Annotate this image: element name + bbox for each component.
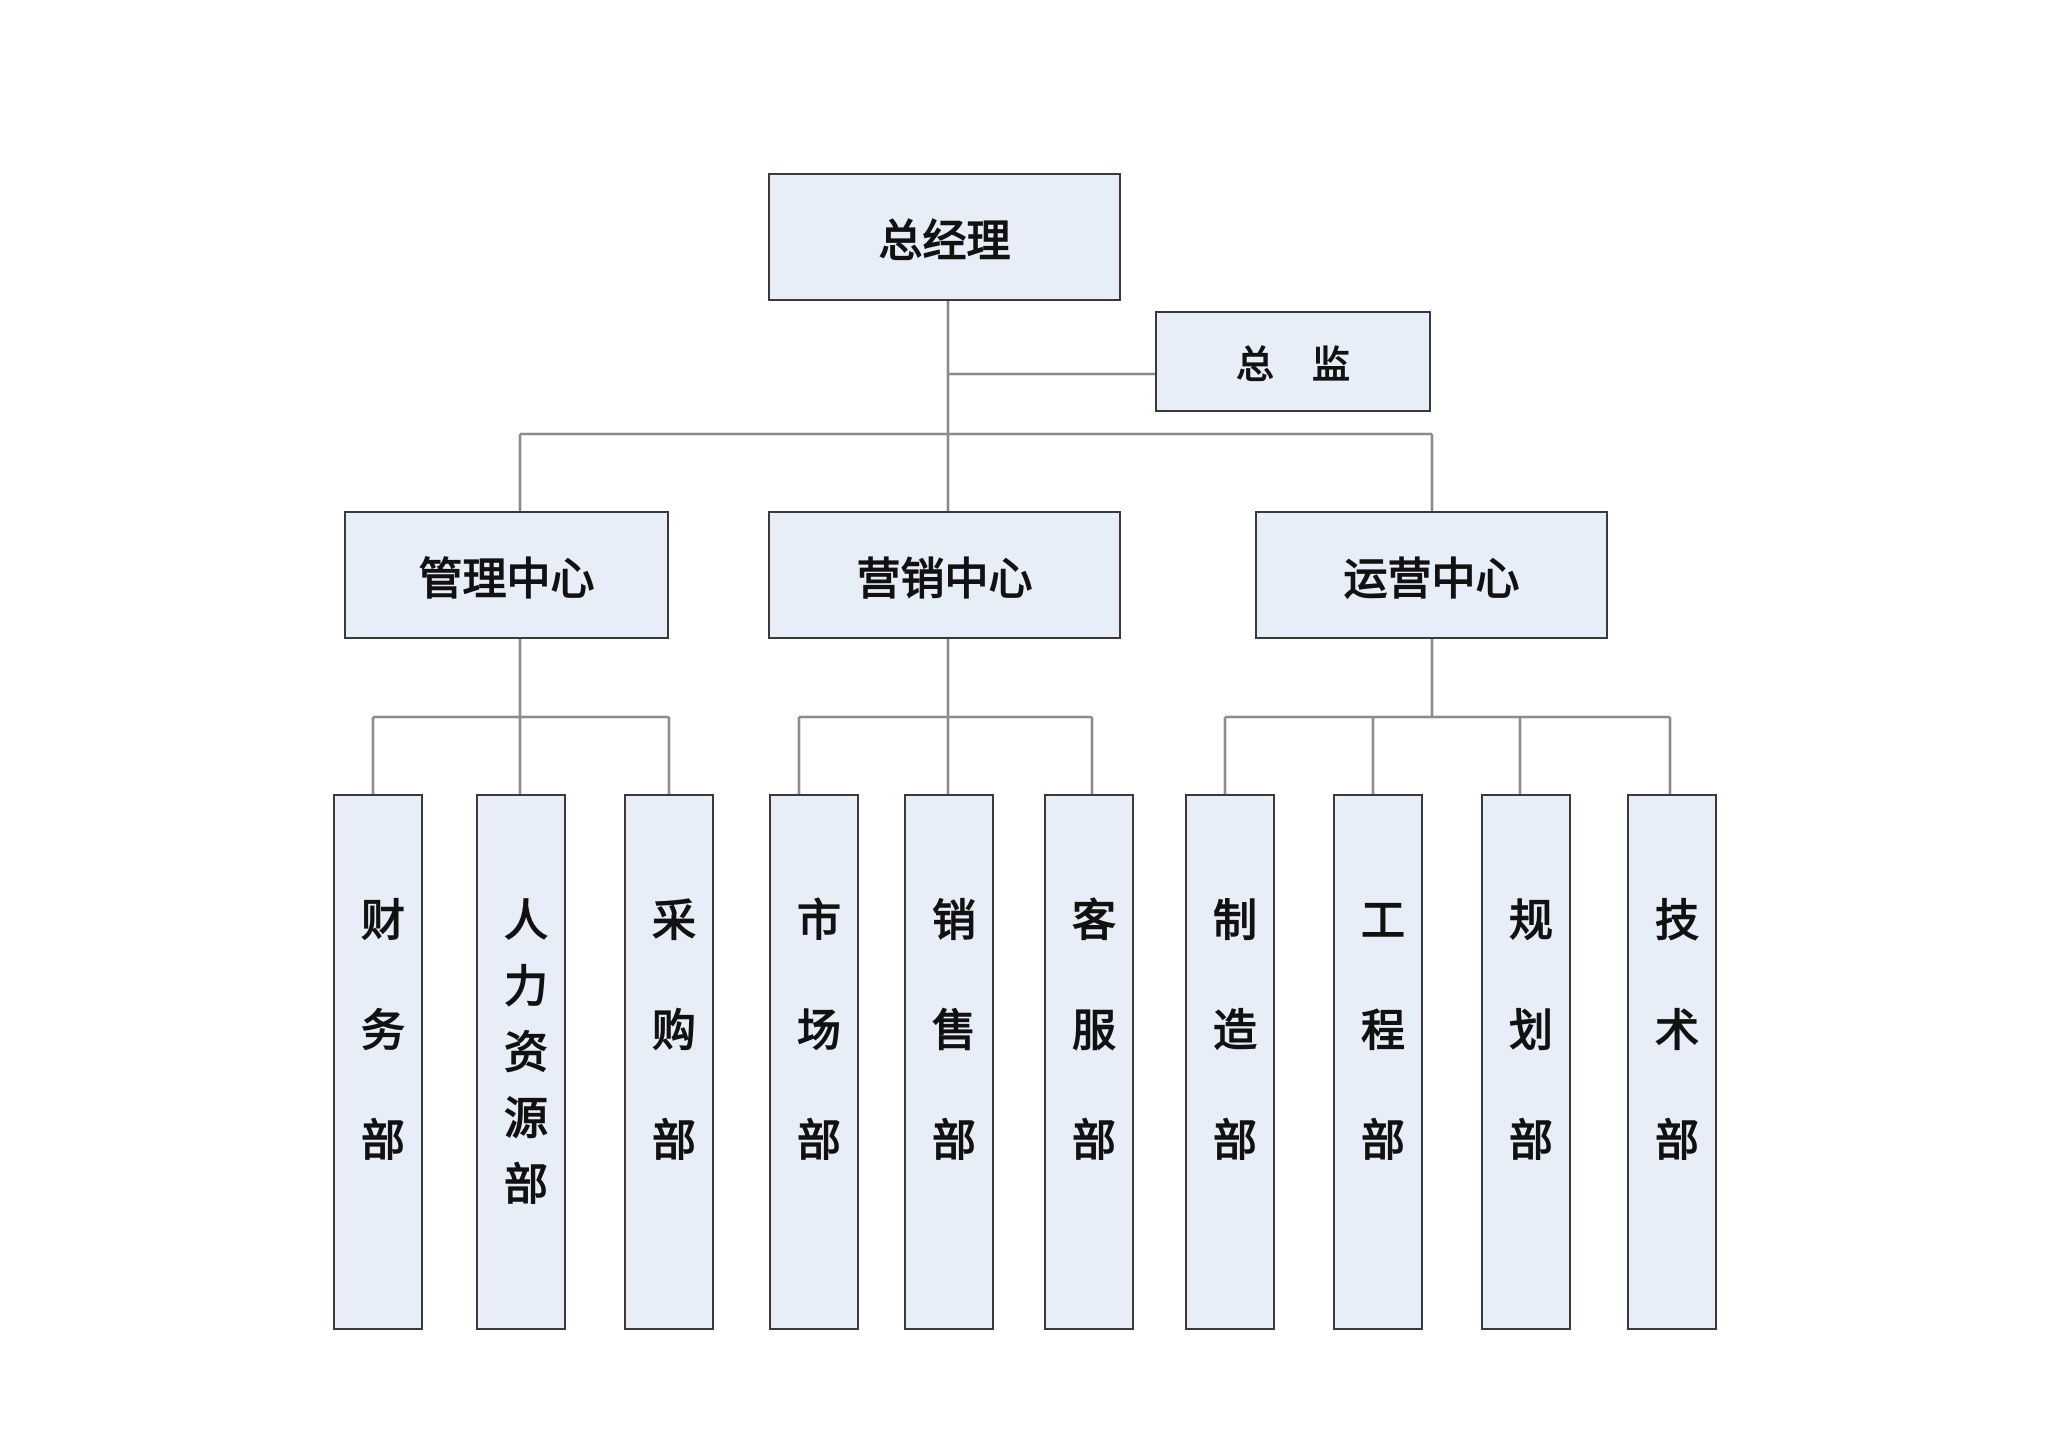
node-dept-tech: 技术部	[1627, 794, 1717, 1330]
node-dept-tech-label: 技术部	[1647, 897, 1698, 1227]
node-dept-sales: 销售部	[904, 794, 994, 1330]
node-general-manager-label: 总经理	[878, 216, 1011, 267]
node-director: 总 监	[1155, 311, 1431, 412]
node-dept-service-label: 客服部	[1064, 897, 1115, 1227]
node-dept-engineering-label: 工程部	[1353, 897, 1404, 1227]
node-dept-market: 市场部	[769, 794, 859, 1330]
node-management-center: 管理中心	[344, 511, 669, 639]
node-dept-manufacture: 制造部	[1185, 794, 1275, 1330]
node-operations-center-label: 运营中心	[1343, 554, 1520, 605]
node-director-label: 总 监	[1235, 343, 1350, 387]
node-sales-center: 营销中心	[768, 511, 1121, 639]
node-dept-sales-label: 销售部	[924, 897, 975, 1227]
node-dept-service: 客服部	[1044, 794, 1134, 1330]
node-dept-finance-label: 财务部	[353, 897, 404, 1227]
node-dept-hr: 人力资源部	[476, 794, 566, 1330]
node-sales-center-label: 营销中心	[856, 554, 1033, 605]
node-dept-purchase: 采购部	[624, 794, 714, 1330]
node-dept-planning: 规划部	[1481, 794, 1571, 1330]
node-operations-center: 运营中心	[1255, 511, 1608, 639]
node-dept-planning-label: 规划部	[1501, 897, 1552, 1227]
node-dept-manufacture-label: 制造部	[1205, 897, 1256, 1227]
node-management-center-label: 管理中心	[418, 554, 595, 605]
node-general-manager: 总经理	[768, 173, 1121, 301]
node-dept-engineering: 工程部	[1333, 794, 1423, 1330]
node-dept-hr-label: 人力资源部	[496, 897, 547, 1227]
node-dept-finance: 财务部	[333, 794, 423, 1330]
node-dept-market-label: 市场部	[789, 897, 840, 1227]
node-dept-purchase-label: 采购部	[644, 897, 695, 1227]
